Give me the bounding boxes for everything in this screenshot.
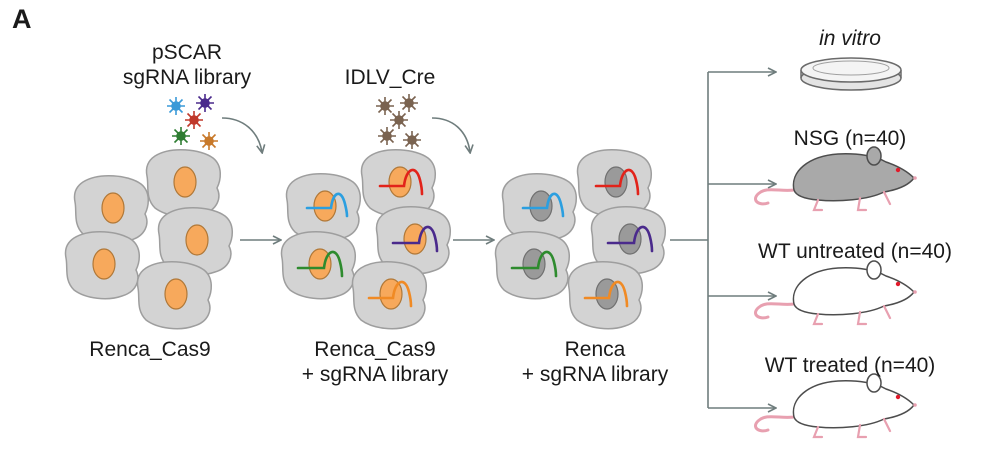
renca-cas9-label: Renca_Cas9 <box>89 338 211 361</box>
pscar-label: pSCAR sgRNA library <box>112 40 262 90</box>
transduction-arrow-2 <box>431 117 470 152</box>
renca-sgrna-line1: Renca <box>564 338 626 361</box>
renca-sgrna-label: Renca + sgRNA library <box>505 337 685 387</box>
pscar-label-line1: pSCAR <box>151 41 223 64</box>
idlv-cre-label: IDLV_Cre <box>344 66 436 89</box>
wt-untreated-label: WT untreated (n=40) <box>758 240 952 263</box>
lentivirus-particles-pscar <box>166 93 219 151</box>
petri-dish-icon <box>800 57 902 91</box>
wt-untreated-mouse-icon <box>753 259 919 326</box>
nsg-mouse-icon <box>753 145 919 212</box>
renca-sgrna-cells <box>494 149 667 330</box>
transduction-arrow-1 <box>221 117 262 152</box>
wt-treated-mouse-icon <box>753 372 919 439</box>
renca-sgrna-line2: + sgRNA library <box>521 363 669 386</box>
renca-cas9-sgrna-label: Renca_Cas9 + sgRNA library <box>285 337 465 387</box>
pscar-label-line2: sgRNA library <box>122 66 252 89</box>
branch-arrows <box>670 72 775 408</box>
in-vitro-label: in vitro <box>819 27 881 50</box>
panel-label: A <box>12 4 32 34</box>
renca-cas9-sgrna-line2: + sgRNA library <box>301 363 449 386</box>
nsg-label: NSG (n=40) <box>793 127 907 150</box>
renca-cas9-cells <box>64 149 234 330</box>
renca-cas9-sgrna-cells <box>280 149 452 330</box>
wt-treated-label: WT treated (n=40) <box>764 354 936 377</box>
lentivirus-particles-idlv-cre <box>375 93 422 150</box>
renca-cas9-sgrna-line1: Renca_Cas9 <box>314 338 436 361</box>
